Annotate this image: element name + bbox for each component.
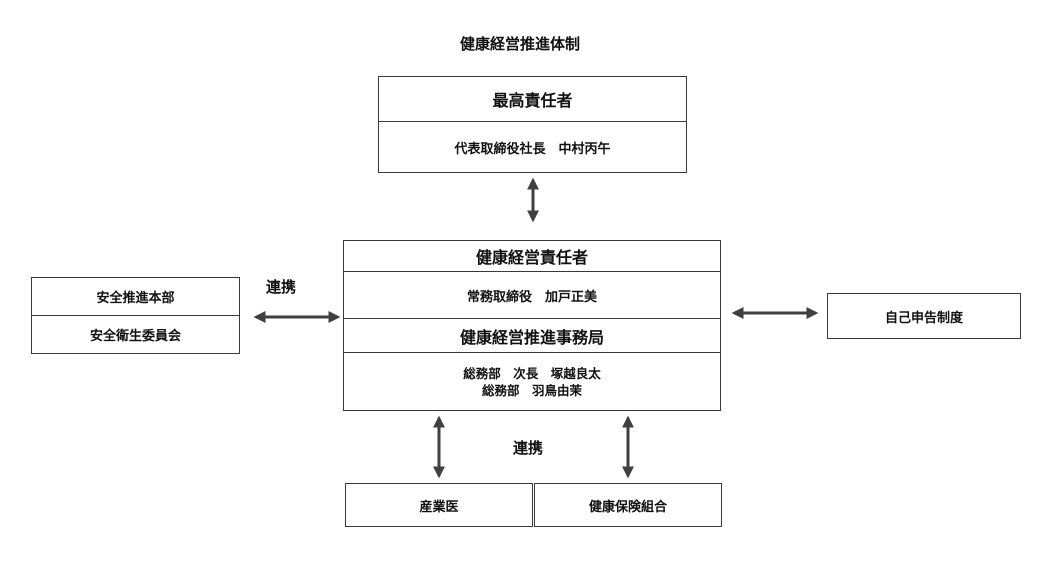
self-report-system-box: 自己申告制度 (827, 293, 1021, 339)
health-officer-person: 常務取締役 加戸正美 (344, 272, 720, 319)
left-safety-box: 安全推進本部 安全衛生委員会 (31, 277, 240, 354)
bottom-link-label: 連携 (513, 439, 544, 457)
industrial-physician-box: 産業医 (345, 483, 533, 527)
health-insurance-union-box: 健康保険組合 (534, 483, 722, 527)
diagram-title: 健康経営推進体制 (459, 35, 580, 53)
health-office-members: 総務部 次長 塚越良太 総務部 羽鳥由茉 (344, 353, 720, 410)
health-office-member: 総務部 次長 塚越良太 (463, 365, 601, 381)
safety-promotion-hq: 安全推進本部 (32, 278, 239, 316)
top-executive-person: 代表取締役社長 中村丙午 (454, 141, 611, 157)
top-executive-heading: 最高責任者 (379, 77, 686, 122)
left-link-label: 連携 (266, 278, 297, 296)
health-officer-heading: 健康経営責任者 (344, 241, 720, 272)
health-office-heading: 健康経営推進事務局 (344, 319, 720, 353)
top-executive-box: 最高責任者 代表取締役社長 中村丙午 (378, 76, 687, 173)
safety-health-committee: 安全衛生委員会 (89, 329, 181, 344)
center-organization-box: 健康経営責任者 常務取締役 加戸正美 健康経営推進事務局 総務部 次長 塚越良太… (343, 240, 721, 411)
health-office-member: 総務部 羽鳥由茉 (481, 382, 582, 398)
